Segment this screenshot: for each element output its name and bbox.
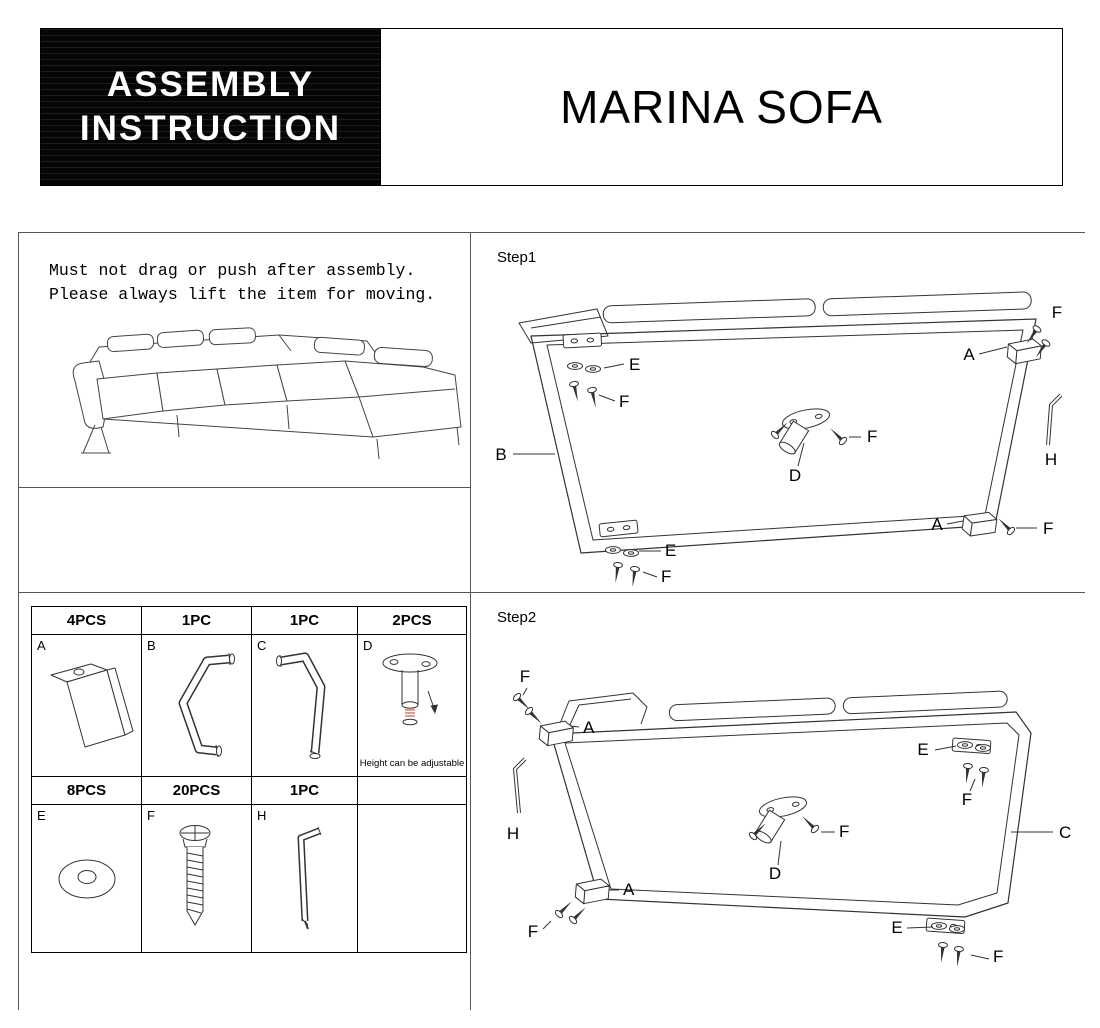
backrest-cushion-left (602, 298, 816, 324)
parts-cell: 4PCS 1PC 1PC 2PCS A (19, 593, 471, 1010)
step1-callout-f-top-right: F (1052, 303, 1062, 322)
step1-cell: Step1 (471, 233, 1085, 593)
step2-callout-a-bottom-left: A (623, 880, 635, 899)
step2-callout-f-bottom-right: F (993, 947, 1003, 966)
part-h-letter: H (257, 808, 267, 823)
allen-key (1046, 393, 1063, 446)
step2-cell: Step2 (471, 593, 1085, 1010)
step1-diagram: E F B A F H D F A F E F (495, 291, 1063, 588)
part-e-letter: E (37, 808, 46, 823)
part-b-qty: 1PC (141, 606, 252, 635)
parts-qty-row-1: 4PCS 1PC 1PC 2PCS (31, 606, 467, 635)
part-d-qty: 2PCS (357, 606, 467, 635)
adjustable-height-note: Height can be adjustable (359, 758, 465, 769)
warning-cell: Must not drag or push after assembly. Pl… (19, 233, 471, 488)
step2-callout-f-center: F (839, 822, 849, 841)
step2-callout-e-right-top: E (917, 740, 928, 759)
step2-callout-f-bottom-left: F (528, 922, 538, 941)
part-a-cell: A (31, 634, 142, 777)
corner-leg-block-drawing (50, 663, 133, 748)
page-title: MARINA SOFA (560, 81, 883, 133)
washer-drawing (58, 859, 115, 899)
bent-leg-c-drawing (275, 652, 325, 759)
allen-key-drawing (297, 826, 321, 930)
logo-line-2: INSTRUCTION (79, 109, 342, 148)
part-e-qty: 8PCS (31, 776, 142, 805)
logo-line-1: ASSEMBLY (106, 65, 315, 104)
step2-callout-h-left: H (507, 824, 519, 843)
part-h-cell: H (251, 804, 358, 953)
step2-callout-f-right-top: F (962, 790, 972, 809)
parts-drawing-row-1: A B (31, 634, 467, 777)
parts-table: 4PCS 1PC 1PC 2PCS A (31, 606, 467, 953)
part-d-cell: D (357, 634, 467, 777)
step1-callout-f-bottom-left: F (661, 567, 671, 586)
backrest-cushion-right (822, 291, 1032, 317)
empty-qty-cell (357, 776, 467, 805)
step1-callout-f-bottom-right: F (1043, 519, 1053, 538)
part-c-qty: 1PC (251, 606, 358, 635)
parts-drawing-row-2: E F (31, 804, 467, 953)
folded-back (556, 692, 648, 732)
step2-callout-d-center: D (769, 864, 781, 883)
arm-wedge (518, 308, 609, 344)
allen-key (513, 757, 527, 814)
step1-callout-e-top-left: E (629, 355, 640, 374)
empty-part-cell (357, 804, 467, 953)
step1-callout-f-center: F (867, 427, 877, 446)
backrest-cushion-right (842, 690, 1008, 715)
step1-callout-a-bottom-right: A (931, 515, 943, 534)
notice-line-2: Please always lift the item for moving. (49, 285, 436, 304)
step1-callout-d-center: D (789, 466, 801, 485)
notice-line-1: Must not drag or push after assembly. (49, 261, 416, 280)
assembly-instruction-logo: ASSEMBLY INSTRUCTION (41, 29, 381, 185)
step1-title: Step1 (497, 249, 537, 266)
main-content: Must not drag or push after assembly. Pl… (18, 232, 1085, 1010)
step2-callout-c-right: C (1059, 823, 1071, 842)
screw-drawing (179, 825, 210, 927)
part-b-cell: B (141, 634, 252, 777)
part-f-cell: F (141, 804, 252, 953)
part-b-letter: B (147, 638, 156, 653)
center-leg (754, 796, 808, 844)
sofa-frame-inner (564, 722, 1020, 906)
step2-callout-e-bottom-right: E (891, 918, 902, 937)
part-h-qty: 1PC (251, 776, 358, 805)
adjustable-leg-drawing (382, 653, 438, 726)
part-c-letter: C (257, 638, 267, 653)
center-leg (778, 408, 831, 455)
part-f-letter: F (147, 808, 155, 823)
step1-callout-e-bottom-left: E (665, 541, 676, 560)
sofa-illustration (72, 327, 462, 460)
header: ASSEMBLY INSTRUCTION MARINA SOFA (40, 28, 1063, 186)
part-e-cell: E (31, 804, 142, 953)
title-box: MARINA SOFA (381, 29, 1062, 185)
step1-callout-a-top-right: A (963, 345, 975, 364)
part-c-cell: C (251, 634, 358, 777)
part-d-letter: D (363, 638, 373, 653)
step2-diagram: F A E F H D F C A F E F (507, 667, 1071, 968)
step1-callout-f-top-left: F (619, 392, 629, 411)
sofa-frame-outline (530, 318, 1037, 554)
step1-callout-b-left: B (495, 445, 506, 464)
part-a-qty: 4PCS (31, 606, 142, 635)
part-a-letter: A (37, 638, 46, 653)
step2-callout-a-top-left: A (583, 718, 595, 737)
step1-callout-h-right: H (1045, 450, 1057, 469)
parts-qty-row-2: 8PCS 20PCS 1PC (31, 776, 467, 805)
spacer-cell (19, 488, 471, 593)
bent-leg-b-drawing (178, 652, 235, 758)
part-f-qty: 20PCS (141, 776, 252, 805)
moving-notice: Must not drag or push after assembly. Pl… (19, 233, 470, 307)
step2-callout-f-top-left: F (520, 667, 530, 686)
backrest-cushion-left (668, 697, 836, 722)
step2-title: Step2 (497, 609, 537, 626)
